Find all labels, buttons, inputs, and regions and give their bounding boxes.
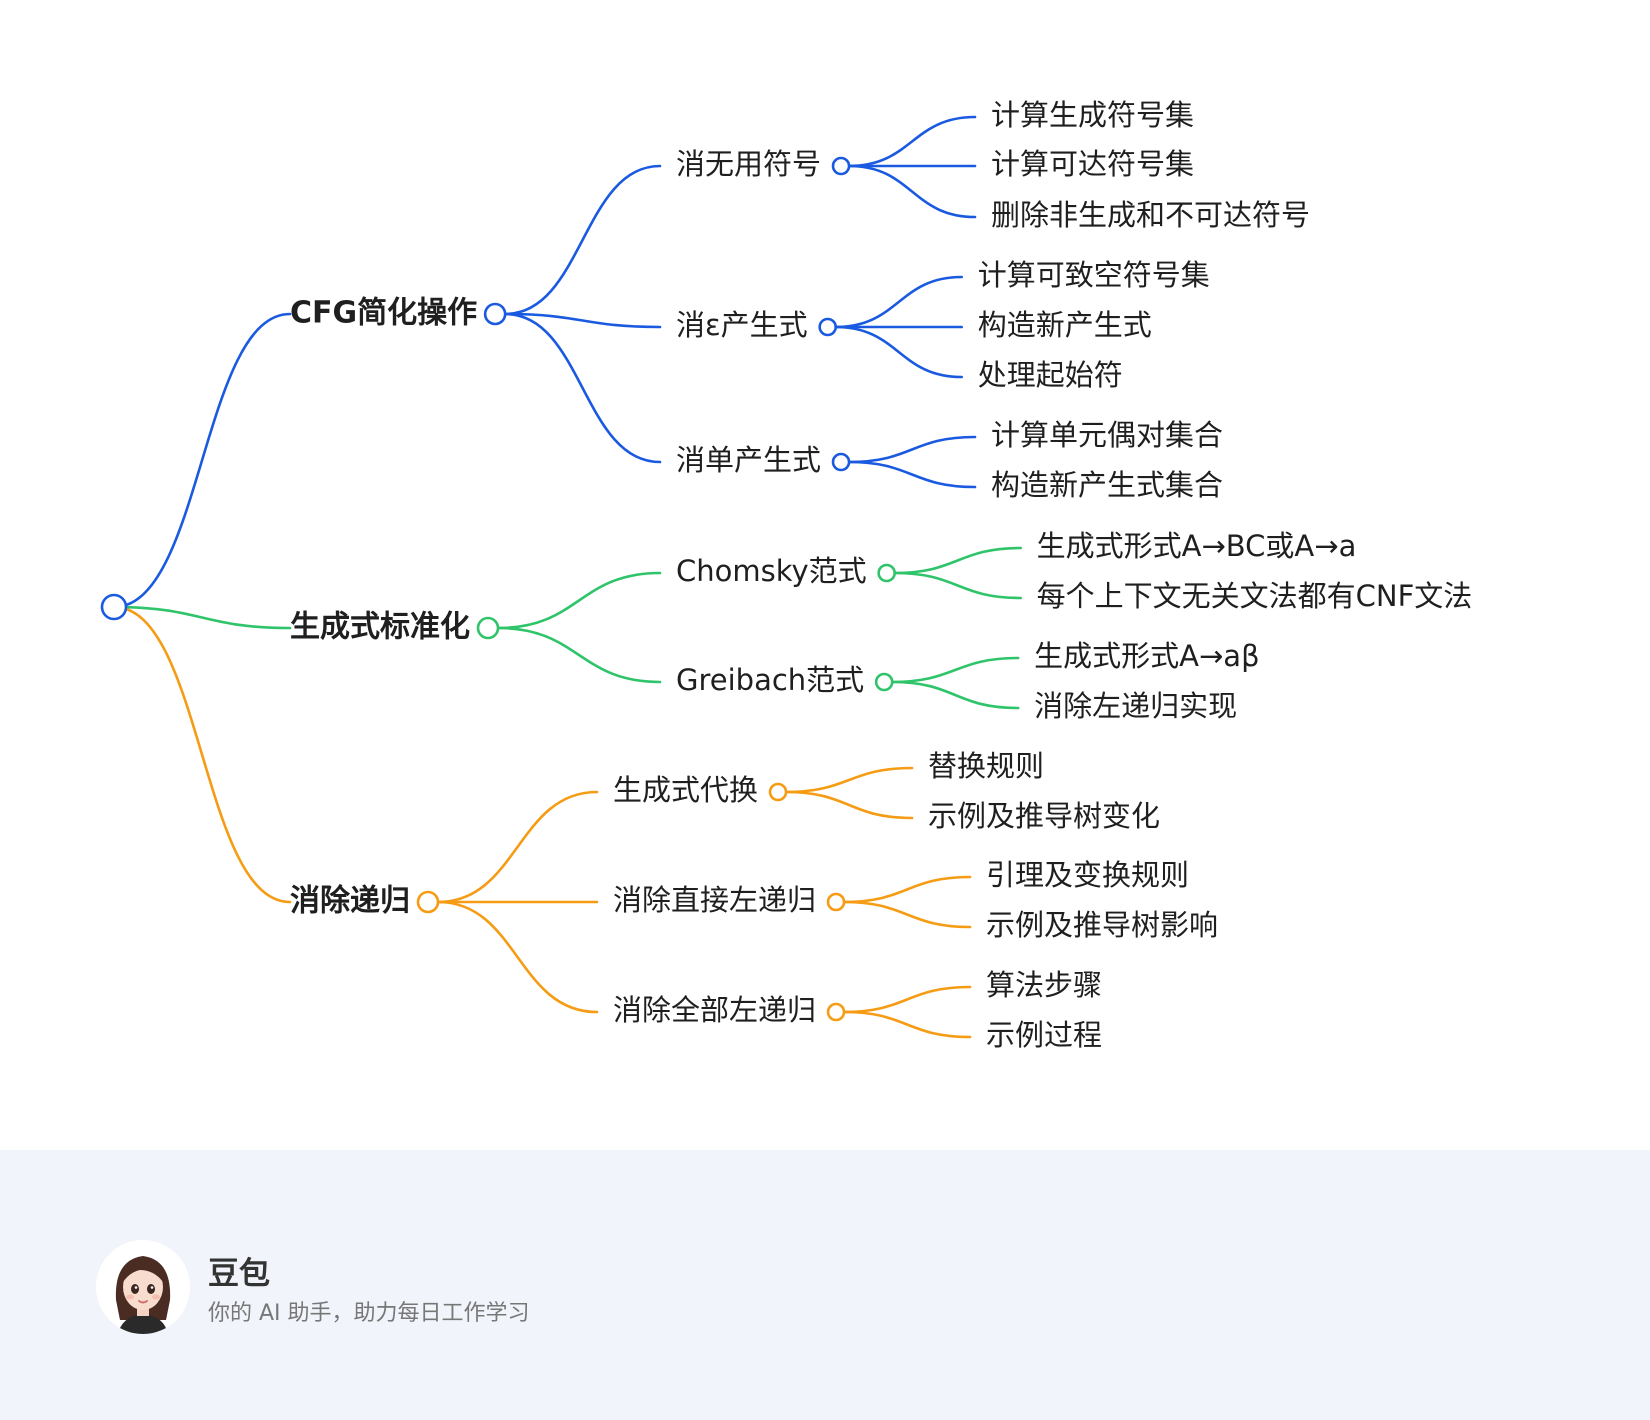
- edge-topic-to-leaf: [842, 985, 972, 1014]
- leaf-text: 删除非生成和不可达符号: [991, 198, 1310, 232]
- edge-branch-to-topic: [503, 312, 662, 464]
- leaf-text: 示例过程: [986, 1018, 1102, 1052]
- topic-node-toggle[interactable]: [877, 563, 896, 583]
- leaf-text: 示例及推导树影响: [986, 908, 1218, 942]
- branch-node-toggle[interactable]: [476, 616, 500, 640]
- leaf-text: 构造新产生式: [978, 308, 1152, 342]
- topic-title: 消除全部左递归: [613, 993, 816, 1027]
- topic-node-toggle[interactable]: [831, 156, 851, 176]
- edge-topic-to-leaf: [834, 275, 963, 329]
- edge-branch-to-topic: [436, 790, 599, 904]
- edge-topic-to-leaf: [842, 1010, 972, 1039]
- topic-node-toggle[interactable]: [826, 1002, 846, 1022]
- mindmap-nodes: [100, 156, 896, 1022]
- avatar: [96, 1240, 190, 1334]
- edge-topic-to-leaf: [834, 325, 963, 379]
- leaf-text: 生成式形式A→BC或A→a: [1037, 529, 1357, 563]
- edge-topic-to-leaf: [893, 546, 1022, 575]
- edge-topic-to-leaf: [847, 460, 977, 489]
- mindmap-edges: [112, 115, 1022, 1039]
- topic-title: 消无用符号: [676, 147, 821, 181]
- edge-topic-to-leaf: [847, 435, 977, 464]
- leaf-text: 引理及变换规则: [986, 858, 1189, 892]
- topic-title: Greibach范式: [676, 663, 864, 697]
- root-node[interactable]: [100, 593, 128, 621]
- avatar-girl-icon: [96, 1240, 190, 1334]
- topic-title: 消除直接左递归: [613, 883, 816, 917]
- edge-topic-to-leaf: [890, 680, 1020, 710]
- edge-root-to-branch: [112, 605, 292, 904]
- topic-node-toggle[interactable]: [826, 892, 846, 912]
- leaf-text: 计算可达符号集: [991, 147, 1194, 181]
- leaf-text: 处理起始符: [978, 358, 1123, 392]
- leaf-text: 消除左递归实现: [1034, 689, 1237, 723]
- leaf-text: 替换规则: [928, 749, 1044, 783]
- leaf-text: 计算单元偶对集合: [991, 418, 1223, 452]
- edge-topic-to-leaf: [890, 656, 1020, 684]
- footer: 豆包 你的 AI 助手，助力每日工作学习: [0, 1150, 1650, 1420]
- edge-branch-to-topic: [503, 164, 662, 316]
- topic-title: 消单产生式: [676, 443, 821, 477]
- brand-name: 豆包: [208, 1256, 270, 1292]
- leaf-text: 构造新产生式集合: [991, 468, 1223, 502]
- leaf-text: 计算生成符号集: [991, 98, 1194, 132]
- branch-title: CFG简化操作: [290, 296, 477, 331]
- branch-node-toggle[interactable]: [483, 302, 507, 326]
- branch-title: 消除递归: [290, 884, 410, 919]
- branch-title: 生成式标准化: [290, 610, 470, 645]
- edge-topic-to-leaf: [847, 164, 977, 219]
- edge-topic-to-leaf: [842, 900, 972, 929]
- topic-title: Chomsky范式: [676, 554, 867, 588]
- edge-topic-to-leaf: [847, 115, 977, 168]
- edge-topic-to-leaf: [784, 790, 914, 820]
- edge-branch-to-topic: [496, 571, 662, 630]
- brand-tagline: 你的 AI 助手，助力每日工作学习: [208, 1301, 530, 1326]
- leaf-text: 每个上下文无关文法都有CNF文法: [1037, 579, 1473, 613]
- topic-title: 消ε产生式: [676, 308, 808, 342]
- topic-title: 生成式代换: [613, 773, 758, 807]
- topic-node-toggle[interactable]: [818, 317, 837, 337]
- leaf-text: 生成式形式A→aβ: [1034, 639, 1259, 673]
- edge-root-to-branch: [112, 605, 292, 630]
- edge-root-to-branch: [112, 312, 292, 609]
- leaf-text: 算法步骤: [986, 968, 1102, 1002]
- branch-node-toggle[interactable]: [416, 890, 440, 914]
- edge-topic-to-leaf: [784, 766, 914, 794]
- edge-topic-to-leaf: [842, 875, 972, 904]
- edge-topic-to-leaf: [893, 571, 1022, 600]
- topic-node-toggle[interactable]: [768, 782, 788, 802]
- leaf-text: 计算可致空符号集: [978, 258, 1210, 292]
- leaf-text: 示例及推导树变化: [928, 799, 1160, 833]
- edge-branch-to-topic: [436, 900, 599, 1014]
- edge-branch-to-topic: [503, 312, 662, 329]
- topic-node-toggle[interactable]: [831, 452, 851, 472]
- topic-node-toggle[interactable]: [874, 672, 894, 692]
- edge-branch-to-topic: [496, 626, 662, 684]
